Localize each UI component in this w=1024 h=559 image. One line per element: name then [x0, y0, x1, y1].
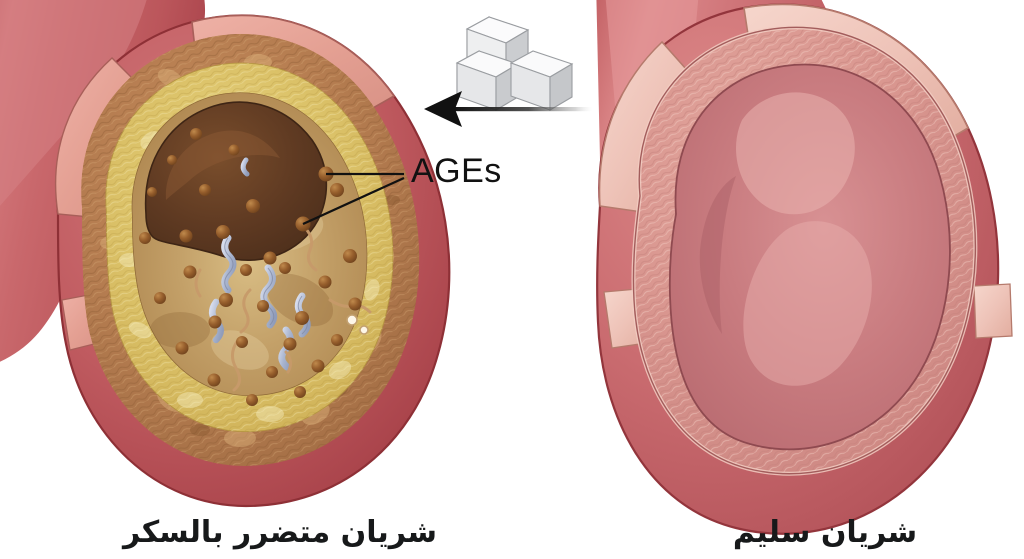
caption-diseased-artery: شريان متضرر بالسكر [123, 514, 437, 550]
ages-label: AGEs [411, 152, 502, 190]
age-particles [139, 128, 362, 406]
age-tethers [194, 226, 372, 392]
healthy-lumen-highlight-top [736, 92, 855, 215]
arrow-tail [452, 107, 592, 112]
healthy-cut-face-right [973, 283, 1013, 339]
diseased-narrowed-lumen [144, 101, 328, 261]
glucose-rings [346, 314, 369, 335]
healthy-intima-outline [632, 26, 977, 475]
caption-healthy-artery: شريان سليم [732, 514, 918, 550]
ages-leader-lines [302, 172, 405, 226]
diseased-lumen-highlight [165, 130, 280, 200]
arrow-head [424, 91, 462, 127]
diseased-tube-highlight [0, 0, 147, 206]
healthy-lumen-shadow [699, 176, 736, 334]
healthy-lumen-highlight-mid [743, 221, 872, 386]
